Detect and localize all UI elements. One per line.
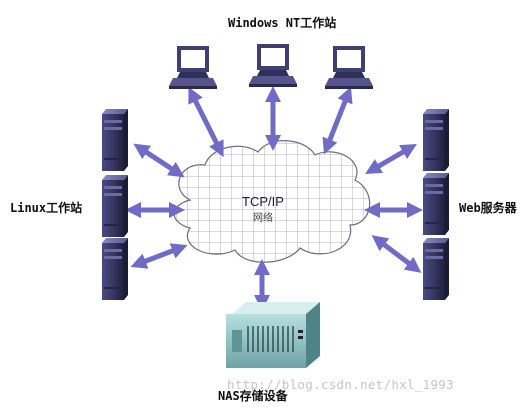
cloud-title: TCP/IP — [242, 194, 284, 209]
arrow-nt-left — [188, 86, 224, 158]
arrow-web-bottom — [371, 235, 422, 273]
workstation-icon — [169, 46, 217, 89]
server-tower-icon — [423, 173, 449, 235]
server-tower-icon — [102, 238, 128, 300]
cloud-subtitle: 网络 — [253, 213, 273, 224]
arrow-nt-right — [322, 86, 353, 155]
watermark: http://blog.csdn.net/hxl_1993 — [227, 377, 454, 392]
arrow-web-top — [365, 143, 417, 175]
web-server-label: Web服务器 — [459, 201, 517, 215]
workstation-icon — [325, 46, 373, 89]
windows-nt-label: Windows NT工作站 — [228, 16, 337, 30]
server-tower-icon — [423, 109, 449, 171]
connection-arrows — [124, 85, 424, 312]
arrow-linux-top — [133, 143, 185, 178]
nas-label: NAS存储设备 — [218, 389, 288, 403]
workstation-icon — [249, 44, 297, 87]
server-tower-icon — [102, 109, 128, 171]
arrow-linux-bottom — [130, 243, 188, 269]
linux-label: Linux工作站 — [10, 201, 83, 215]
server-tower-icon — [102, 175, 128, 237]
server-tower-icon — [423, 238, 449, 300]
nas-storage-icon — [226, 302, 320, 368]
